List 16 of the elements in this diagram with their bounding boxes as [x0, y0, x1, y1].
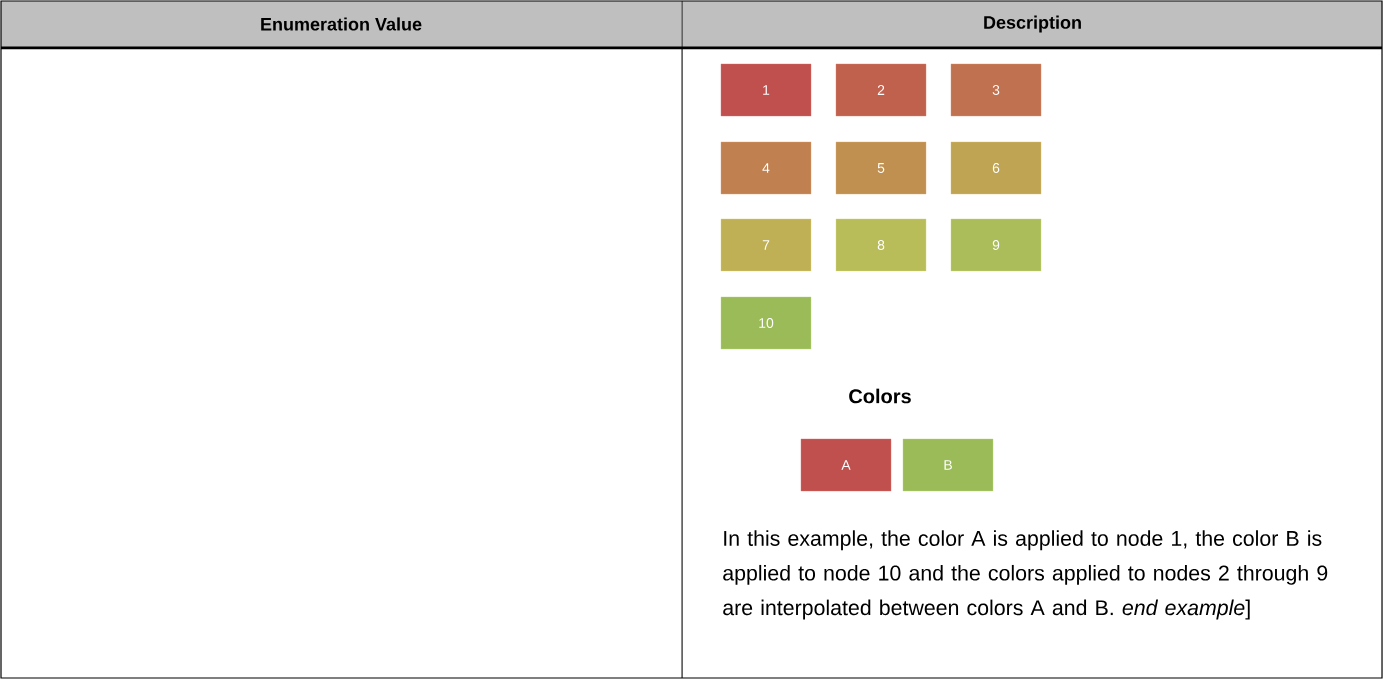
header-cell: Enumeration Value — [1, 1, 681, 47]
paragraph: In this example, the color A is applied to node 1, the color B is applied to node 10 and the colors applied to nodes 2 through 9 are interpolated between colors A and B. end example] — [723, 530, 1328, 620]
color-box: 9 — [950, 218, 1042, 272]
color-box: 2 — [835, 63, 927, 117]
color-box: 6 — [950, 141, 1042, 195]
color-box: A — [800, 438, 892, 492]
color-box: 4 — [720, 141, 812, 195]
color-box: 3 — [950, 63, 1042, 117]
color-box: 10 — [720, 296, 812, 350]
heading: Colors — [849, 388, 911, 404]
color-box: 5 — [835, 141, 927, 195]
header-cell: Description — [683, 1, 1382, 47]
color-box: 8 — [835, 218, 927, 272]
color-box: 1 — [720, 63, 812, 117]
color-box: B — [902, 438, 994, 492]
color-box: 7 — [720, 218, 812, 272]
